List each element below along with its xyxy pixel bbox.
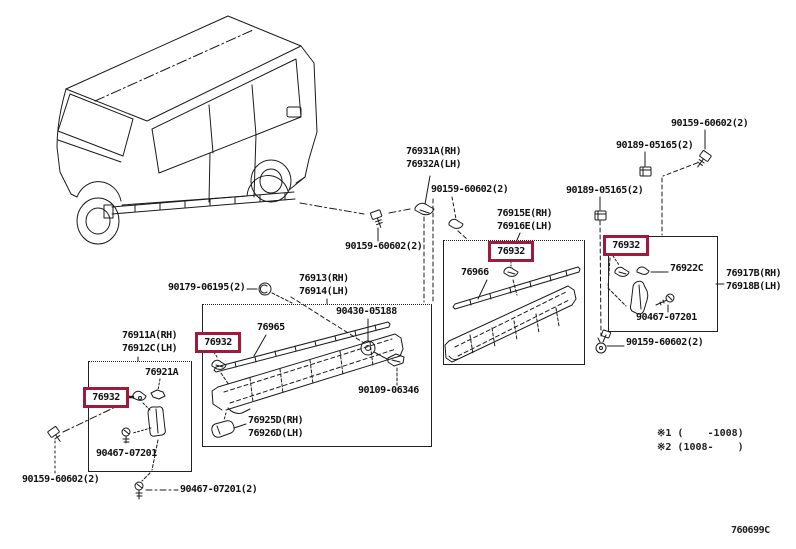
part-callout[interactable]: 90159-60602(2) bbox=[626, 337, 704, 348]
highlighted-part-callout[interactable]: 76932 bbox=[488, 241, 534, 262]
part-callout[interactable]: 76926D(LH) bbox=[248, 428, 304, 439]
part-callout[interactable]: 76917B(RH) bbox=[726, 268, 782, 279]
pad-part bbox=[147, 406, 166, 437]
part-callout[interactable]: 76922C bbox=[670, 263, 704, 274]
detail-box-rear-molding bbox=[443, 240, 585, 365]
end-cap-part bbox=[211, 420, 235, 438]
part-callout[interactable]: 90467-07201 bbox=[96, 448, 157, 459]
part-callout[interactable]: 76915E(RH) bbox=[497, 208, 553, 219]
van-illustration bbox=[56, 15, 318, 245]
part-callout[interactable]: 90159-60602(2) bbox=[671, 118, 749, 129]
clip-icon bbox=[132, 390, 147, 401]
bolt-icon bbox=[697, 150, 712, 168]
part-callout[interactable]: 76921A bbox=[145, 367, 179, 378]
highlighted-part-callout[interactable]: 76932 bbox=[83, 387, 129, 408]
molding-76913 bbox=[211, 333, 404, 414]
applicability-note-1: ※1 ( -1008) bbox=[657, 428, 744, 439]
part-callout[interactable]: 76916E(LH) bbox=[497, 221, 553, 232]
grommet-icon bbox=[258, 282, 272, 296]
clip-icon bbox=[636, 266, 650, 275]
part-callout[interactable]: 76918B(LH) bbox=[726, 281, 782, 292]
clip-icon bbox=[448, 218, 464, 229]
part-callout[interactable]: 90430-05188 bbox=[336, 306, 397, 317]
clip-icon bbox=[614, 266, 630, 277]
figure-code: 760699C bbox=[731, 525, 770, 536]
clip-icon bbox=[414, 202, 435, 216]
detail-box-front-molding bbox=[88, 361, 192, 472]
bolt-icon bbox=[47, 426, 61, 442]
molding-76965 bbox=[213, 321, 391, 373]
part-callout[interactable]: 90467-07201 bbox=[636, 312, 697, 323]
van-rocker-molding bbox=[103, 191, 296, 219]
part-callout[interactable]: 76914(LH) bbox=[299, 286, 349, 297]
part-callout[interactable]: 90467-07201(2) bbox=[180, 484, 258, 495]
part-callout[interactable]: 90189-05165(2) bbox=[566, 185, 644, 196]
bolt-icon bbox=[370, 209, 383, 228]
part-callout[interactable]: 90159-60602(2) bbox=[345, 241, 423, 252]
highlighted-part-callout[interactable]: 76932 bbox=[603, 235, 649, 256]
screw-icon bbox=[134, 481, 144, 500]
applicability-note-2: ※2 (1008- ) bbox=[657, 442, 744, 453]
screw-icon bbox=[655, 293, 675, 306]
part-callout[interactable]: 90189-05165(2) bbox=[616, 140, 694, 151]
clip-icon bbox=[503, 266, 519, 277]
molding-76915 bbox=[444, 285, 577, 363]
part-callout[interactable]: 76911A(RH) bbox=[122, 330, 178, 341]
nut-icon bbox=[639, 166, 652, 177]
part-callout[interactable]: 76912C(LH) bbox=[122, 343, 178, 354]
clip-icon bbox=[387, 353, 405, 367]
part-callout[interactable]: 90109-06346 bbox=[358, 385, 419, 396]
detail-box-center-molding bbox=[202, 304, 432, 447]
screw-icon bbox=[121, 427, 131, 444]
bracket-part bbox=[629, 280, 649, 315]
bolt-washer-icon bbox=[595, 329, 612, 354]
molding-76966 bbox=[452, 266, 581, 310]
part-callout[interactable]: 76966 bbox=[461, 267, 489, 278]
leader-lines bbox=[54, 129, 725, 491]
part-callout[interactable]: 76913(RH) bbox=[299, 273, 349, 284]
highlighted-part-callout[interactable]: 76932 bbox=[195, 332, 241, 353]
part-callout[interactable]: 90159-60602(2) bbox=[431, 184, 509, 195]
clip-icon bbox=[150, 389, 166, 400]
part-callout[interactable]: 90179-06195(2) bbox=[168, 282, 246, 293]
nut-icon bbox=[594, 210, 607, 221]
part-callout[interactable]: 76931A(RH) bbox=[406, 146, 462, 157]
part-callout[interactable]: 76965 bbox=[257, 322, 285, 333]
part-callout[interactable]: 76925D(RH) bbox=[248, 415, 304, 426]
part-callout[interactable]: 90159-60602(2) bbox=[22, 474, 100, 485]
part-callout[interactable]: 76932A(LH) bbox=[406, 159, 462, 170]
